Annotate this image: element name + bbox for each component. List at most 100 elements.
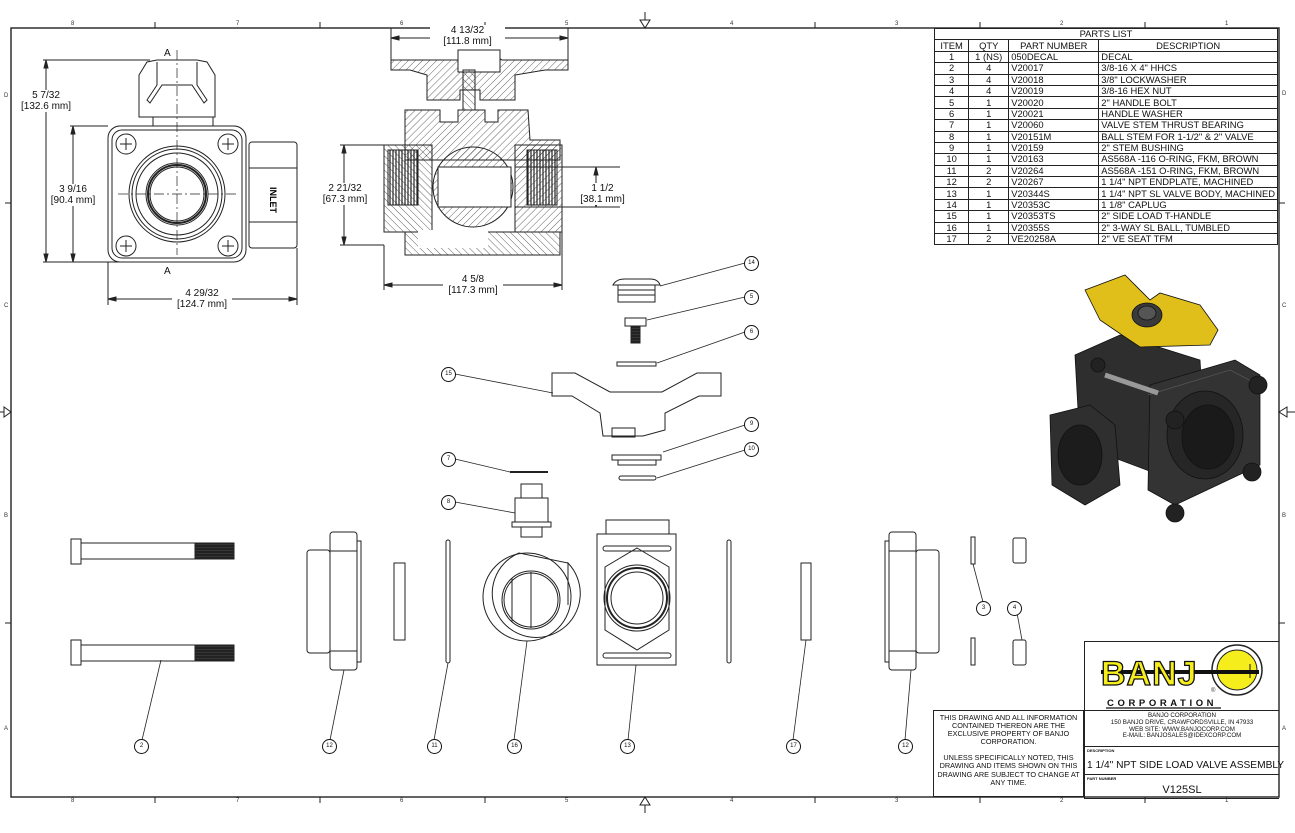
cell-qty: 1: [968, 221, 1010, 235]
dim-body-height: 3 9/16 [90.4 mm]: [48, 184, 98, 206]
part-hhcs-bolt: [70, 538, 235, 666]
cell-part-number: V20019: [1008, 84, 1100, 98]
cell-description: 1 1/4" NPT SL VALVE BODY, MACHINED: [1098, 187, 1278, 200]
cell-part-number: V20163: [1008, 153, 1100, 166]
company-address: BANJO CORPORATION 150 BANJO DRIVE, CRAWF…: [1085, 711, 1279, 747]
address-line: WEB SITE: WWW.BANJOCORP.COM: [1129, 725, 1235, 733]
cell-description: BALL STEM FOR 1-1/2" & 2" VALVE: [1098, 130, 1278, 143]
cell-qty: 1: [968, 198, 1010, 212]
cell-qty: 1: [968, 187, 1010, 200]
part-handle-bolt: [624, 317, 647, 344]
cell-description: 2" 3-WAY SL BALL, TUMBLED: [1098, 221, 1278, 235]
part-stem-bushing: [611, 454, 662, 466]
notice-change: UNLESS SPECIFICALLY NOTED, THIS DRAWING …: [937, 753, 1080, 787]
part-o-ring-small: [618, 475, 657, 481]
zone-col-6: 6: [400, 21, 404, 27]
cell-qty: 1: [968, 119, 1010, 132]
zone-row-d: D: [4, 93, 9, 99]
cell-item: 17: [933, 233, 970, 246]
zone-col-1-bottom: 1: [1225, 798, 1229, 804]
parts-list-table: PARTS LIST ITEM QTY PART NUMBER DESCRIPT…: [933, 27, 1278, 246]
zone-col-8-bottom: 8: [71, 798, 75, 804]
zone-col-4: 4: [730, 21, 734, 27]
cell-description: 2" STEM BUSHING: [1098, 141, 1278, 155]
cell-part-number: VE20258A: [1008, 233, 1100, 246]
zone-row-a-right: A: [1282, 726, 1287, 732]
cell-part-number: 050DECAL: [1008, 50, 1100, 64]
cell-item: 9: [933, 141, 970, 155]
cell-qty: 4: [968, 73, 1010, 86]
cell-description: 2" VE SEAT TFM: [1098, 233, 1278, 246]
balloon-8: 8: [441, 495, 456, 510]
cell-description: 3/8" LOCKWASHER: [1098, 73, 1278, 86]
col-header-item: ITEM: [933, 39, 970, 52]
cell-item: 10: [933, 153, 970, 166]
part-ball: [482, 552, 581, 642]
cell-description: DECAL: [1098, 50, 1278, 64]
front-bolt: [115, 133, 239, 257]
dim-bore: 1 1/2 [38.1 mm]: [580, 183, 625, 205]
exploded-view: [70, 262, 1027, 741]
dim-value-mm: [111.8 mm]: [443, 36, 492, 47]
cell-qty: 2: [968, 233, 1010, 246]
zone-col-5-bottom: 5: [565, 798, 569, 804]
cell-item: 11: [933, 164, 970, 178]
dim-handle-width: 4 13/32 [111.8 mm]: [430, 25, 505, 47]
balloon-4: 4: [1007, 601, 1022, 616]
part-number-label: PART NUMBER: [1087, 776, 1117, 781]
part-seat-left: [393, 562, 406, 641]
cell-description: 2" SIDE LOAD T-HANDLE: [1098, 210, 1278, 223]
cell-part-number: V20353C: [1008, 198, 1100, 212]
cell-item: 15: [933, 210, 970, 223]
part-o-ring-left: [445, 539, 451, 664]
address-line: BANJO CORPORATION: [1148, 712, 1216, 719]
zone-col-8: 8: [71, 21, 75, 27]
dim-value-mm: [38.1 mm]: [580, 194, 625, 205]
cell-qty: 1 (NS): [968, 50, 1010, 64]
description-label: DESCRIPTION: [1087, 748, 1115, 753]
cell-qty: 1: [968, 210, 1010, 223]
dim-value-mm: [132.6 mm]: [20, 101, 72, 112]
zone-row-c-right: C: [1282, 303, 1287, 309]
zone-row-a: A: [4, 726, 9, 732]
cell-part-number: V20151M: [1008, 130, 1100, 143]
parts-list-title: PARTS LIST: [934, 27, 1278, 41]
cell-description: 3/8-16 HEX NUT: [1098, 84, 1278, 98]
zone-col-2-bottom: 2: [1060, 798, 1064, 804]
part-lockwasher: [970, 637, 976, 666]
dim-value-in: 4 5/8: [461, 274, 485, 285]
cell-item: 7: [933, 119, 970, 132]
part-hex-nut: [1012, 639, 1027, 666]
cell-description: 3/8-16 X 4" HHCS: [1098, 62, 1278, 75]
cell-item: 1: [933, 50, 970, 64]
cell-description: 2" HANDLE BOLT: [1098, 96, 1278, 109]
address-line: 150 BANJO DRIVE, CRAWFORDSVILLE, IN 4793…: [1110, 718, 1254, 726]
part-caplug: [612, 278, 661, 303]
dim-value-in: 4 13/32: [450, 25, 485, 36]
cell-part-number: V20355S: [1008, 221, 1100, 235]
cell-qty: 1: [968, 96, 1010, 109]
cell-description: AS568A -116 O-RING, FKM, BROWN: [1098, 153, 1278, 166]
part-number-value: V125SL: [1162, 784, 1202, 796]
cell-part-number: V20344S: [1008, 187, 1100, 200]
cell-qty: 1: [968, 153, 1010, 166]
balloon-10: 10: [744, 442, 759, 457]
cell-qty: 4: [968, 84, 1010, 98]
logo-registered: ®: [1211, 687, 1216, 694]
cell-part-number: V20017: [1008, 62, 1100, 75]
zone-row-c: C: [4, 303, 9, 309]
cell-description: VALVE STEM THRUST BEARING: [1098, 119, 1278, 132]
cell-item: 5: [933, 96, 970, 109]
cell-part-number: V20021: [1008, 107, 1100, 121]
logo-text: BANJ: [1101, 655, 1198, 693]
